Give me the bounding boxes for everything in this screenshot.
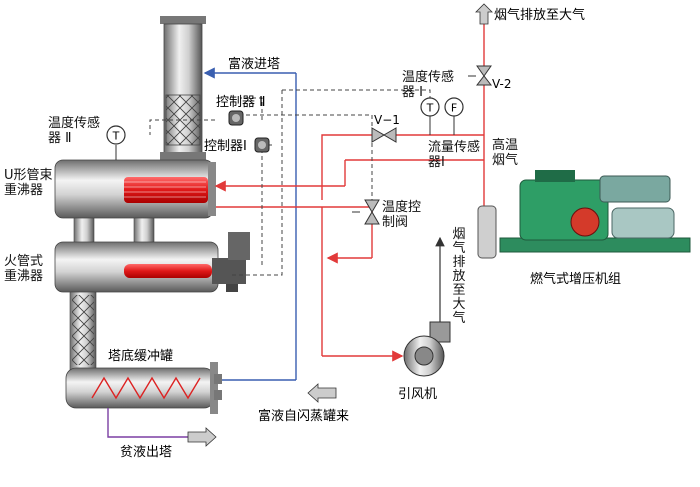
label-flue-side: 烟气排放至大气 — [452, 227, 466, 326]
temp-sensor-1-symbol: T — [420, 97, 440, 135]
label-flow-sensor-1: 流量传感器Ⅰ — [428, 140, 481, 170]
label-u-tube-reboiler: U形管束重沸器 — [4, 168, 53, 198]
temp-sensor-2-symbol-text: T — [112, 130, 120, 143]
regenerator-tower — [160, 16, 206, 160]
flue-top-arrow — [475, 3, 493, 25]
induced-fan-device — [403, 236, 451, 377]
label-rich-from-flash: 富液自闪蒸罐来 — [258, 408, 349, 424]
valve-v1 — [371, 127, 397, 143]
label-valve-v1: V−1 — [374, 113, 400, 127]
temp-control-valve — [352, 199, 380, 225]
temp-sensor-1-symbol-text: T — [426, 102, 434, 115]
controller-2-device — [228, 110, 244, 126]
tower-column — [69, 214, 155, 371]
label-valve-v2: V-2 — [492, 77, 511, 91]
label-flue-top: 烟气排放至大气 — [494, 7, 585, 23]
label-lean-liquid-out: 贫液出塔 — [120, 444, 172, 460]
lean-out-arrow — [187, 427, 217, 447]
controller-1-device — [254, 137, 270, 153]
flow-sensor-1-symbol: F — [444, 97, 464, 135]
lean-liquid-line — [107, 408, 188, 438]
gas-compressor-unit-device — [477, 170, 691, 259]
label-bottom-buffer-tank: 塔底缓冲罐 — [108, 348, 173, 364]
label-induced-fan: 引风机 — [398, 387, 437, 402]
label-fire-tube-reboiler: 火管式重沸器 — [4, 254, 44, 284]
label-temp-control-valve: 温度控制阀 — [382, 200, 422, 230]
temp-sensor-2-symbol: T — [106, 125, 126, 160]
label-temp-sensor-1: 温度传感器 Ⅰ — [402, 70, 455, 100]
label-rich-to-tower: 富液进塔 — [228, 56, 280, 72]
rich-liquid-line — [203, 67, 297, 381]
bottom-buffer-tank — [65, 362, 222, 414]
valve-v2 — [468, 65, 493, 86]
u-tube-reboiler — [54, 159, 216, 219]
label-gas-compressor: 燃气式增压机组 — [530, 271, 621, 287]
fire-tube-reboiler — [54, 232, 250, 293]
label-controller-2: 控制器 Ⅱ — [216, 95, 266, 110]
flow-sensor-1-symbol-text: F — [451, 102, 457, 115]
label-temp-sensor-2: 温度传感器 Ⅱ — [48, 116, 101, 146]
u-tube-heater — [124, 177, 208, 203]
label-controller-1: 控制器Ⅰ — [204, 139, 247, 154]
rich-in-arrow — [307, 383, 337, 403]
label-high-temp-flue: 高温烟气 — [492, 138, 519, 168]
